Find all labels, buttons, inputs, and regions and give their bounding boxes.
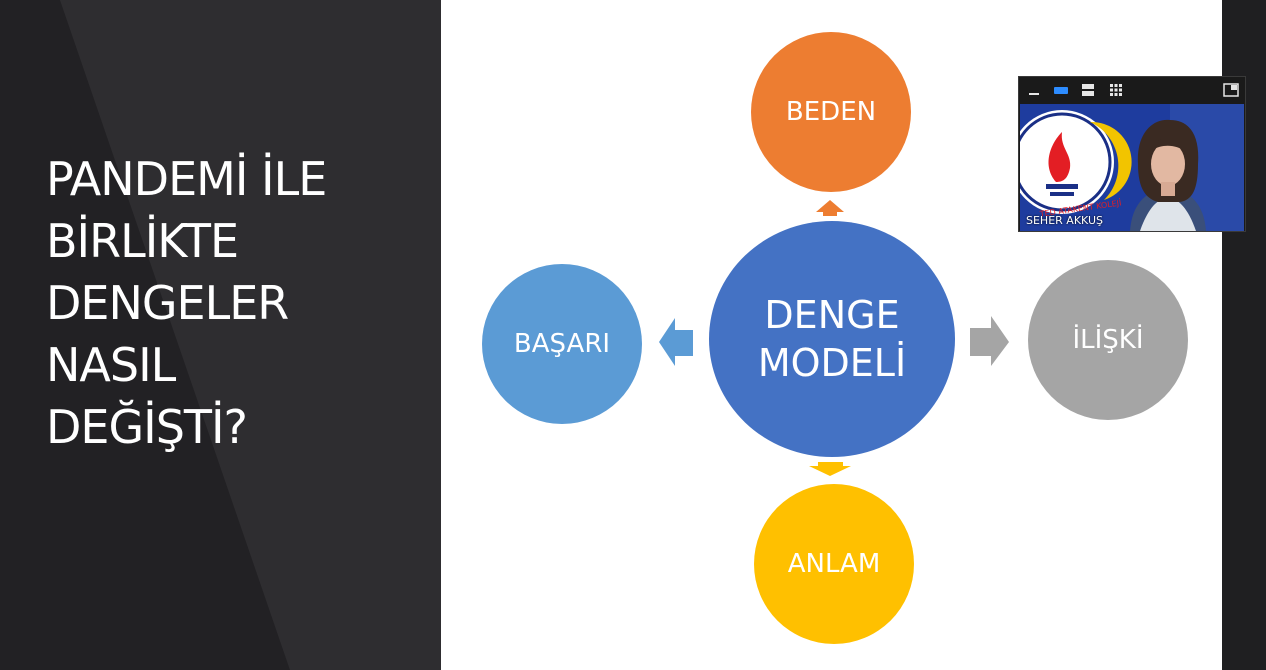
- node-denge-modeli: DENGE MODELİ: [709, 221, 955, 457]
- node-beden-label: BEDEN: [785, 97, 877, 127]
- title-line-5: DEĞİŞTİ?: [46, 400, 248, 454]
- slide-diagram: BEDEN BAŞARI DENGE MODELİ İLİŞKİ ANLAM: [441, 0, 1222, 670]
- arrow-left: [659, 318, 693, 366]
- arrows-layer: [659, 200, 1009, 476]
- center-label-line-2: MODELİ: [757, 341, 907, 385]
- arrow-down: [809, 462, 851, 476]
- video-toolbar: [1019, 77, 1245, 103]
- arrow-up: [816, 200, 844, 216]
- stack-view-icon[interactable]: [1081, 83, 1095, 102]
- title-line-1: PANDEMİ İLE: [46, 152, 327, 206]
- participant-name-label: SEHER AKKUŞ: [1026, 214, 1103, 227]
- minimize-icon[interactable]: [1027, 83, 1041, 102]
- node-anlam: ANLAM: [754, 484, 914, 644]
- participant-video: TED ATAKENT KOLEJİ SEHER AKKUŞ: [1020, 104, 1244, 231]
- title-line-2: BİRLİKTE: [46, 214, 239, 268]
- floating-video-window[interactable]: TED ATAKENT KOLEJİ SEHER AKKUŞ: [1018, 76, 1246, 232]
- node-iliski-label: İLİŞKİ: [1072, 325, 1144, 355]
- arrow-right: [970, 316, 1009, 366]
- node-beden: BEDEN: [751, 32, 911, 192]
- node-basari: BAŞARI: [482, 264, 642, 424]
- title-line-3: DENGELER: [46, 276, 289, 330]
- left-title-panel: PANDEMİ İLE BİRLİKTE DENGELER NASIL DEĞİ…: [0, 0, 441, 670]
- node-iliski: İLİŞKİ: [1028, 260, 1188, 420]
- speaker-view-icon[interactable]: [1053, 83, 1069, 102]
- title-line-4: NASIL: [46, 338, 176, 392]
- center-label-line-1: DENGE: [764, 293, 900, 337]
- background-diagonal: [0, 0, 441, 670]
- gallery-view-icon[interactable]: [1109, 83, 1123, 102]
- participant-figure: [1130, 119, 1206, 231]
- exit-popout-icon[interactable]: [1223, 83, 1239, 102]
- node-basari-label: BAŞARI: [513, 329, 611, 359]
- node-anlam-label: ANLAM: [787, 549, 881, 579]
- slide-title: PANDEMİ İLE BİRLİKTE DENGELER NASIL DEĞİ…: [46, 148, 426, 458]
- video-frame-graphic: TED ATAKENT KOLEJİ: [1020, 104, 1244, 231]
